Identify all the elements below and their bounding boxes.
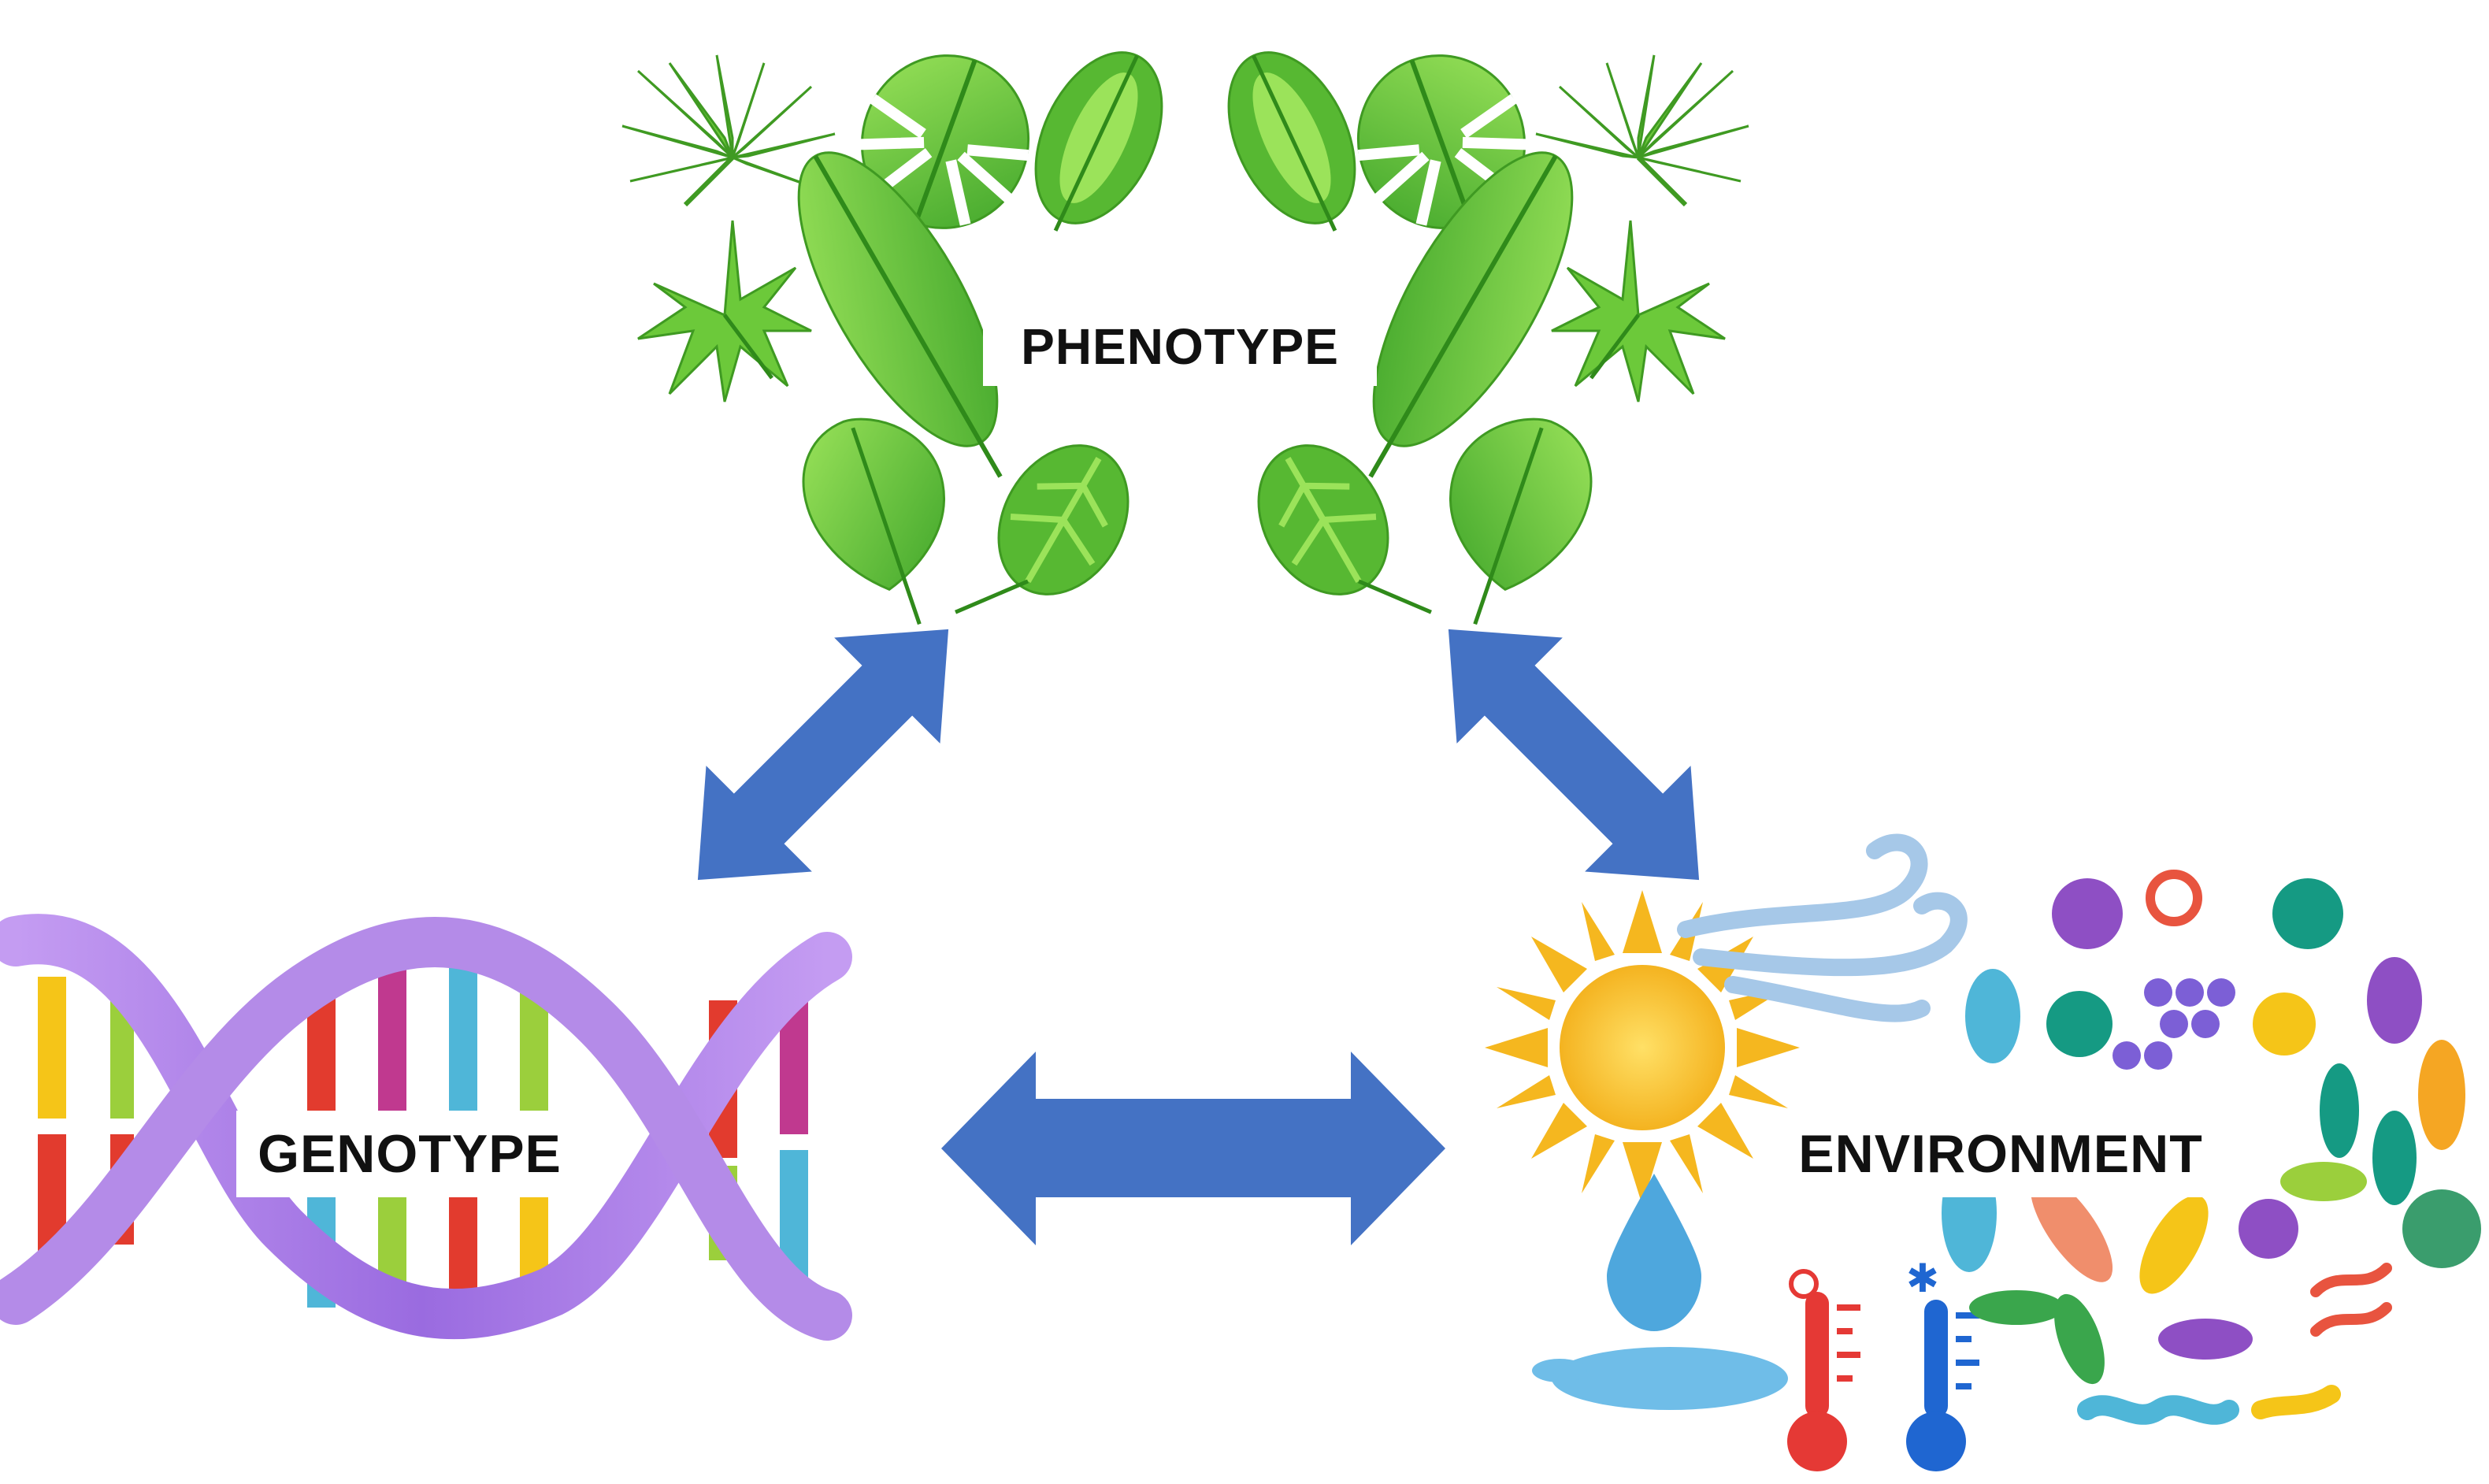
water-drop-icon: [1532, 1174, 1788, 1410]
phenotype-label: PHENOTYPE: [983, 307, 1377, 386]
genotype-environment-arrow: [941, 1052, 1445, 1245]
maple-leaf-icon: [637, 220, 812, 403]
calathea-leaf-icon: [1227, 51, 1356, 232]
phenotype-genotype-arrow: [697, 629, 949, 881]
banana-leaf-icon: [797, 151, 1003, 478]
dna-helix-icon: [0, 914, 852, 1341]
arrows-group: [697, 629, 1700, 1245]
hot-thermometer-icon: [1787, 1269, 1860, 1471]
wind-icon: [1677, 833, 1968, 1022]
microbes-icon: [1942, 870, 2481, 1425]
cold-thermometer-icon: ✱: [1906, 1256, 1979, 1471]
prayer-leaf-icon: [1257, 444, 1432, 614]
maple-leaf-icon: [1551, 220, 1726, 403]
heart-leaf-icon: [802, 417, 945, 625]
prayer-leaf-icon: [955, 444, 1130, 614]
calathea-leaf-icon: [1034, 51, 1163, 232]
palm-leaf-icon: [621, 54, 836, 207]
svg-text:✱: ✱: [1906, 1256, 1939, 1301]
palm-leaf-icon: [1535, 54, 1749, 207]
environment-label: ENVIRONMENT: [1764, 1111, 2237, 1197]
heart-leaf-icon: [1449, 417, 1593, 625]
banana-leaf-icon: [1368, 151, 1574, 478]
sun-icon: [1485, 890, 1800, 1205]
phenotype-environment-arrow: [1448, 629, 1700, 881]
phenotype-leaves-group: [621, 51, 1749, 625]
genotype-label: GENOTYPE: [236, 1111, 583, 1197]
environment-group: ✱: [1485, 833, 2481, 1471]
